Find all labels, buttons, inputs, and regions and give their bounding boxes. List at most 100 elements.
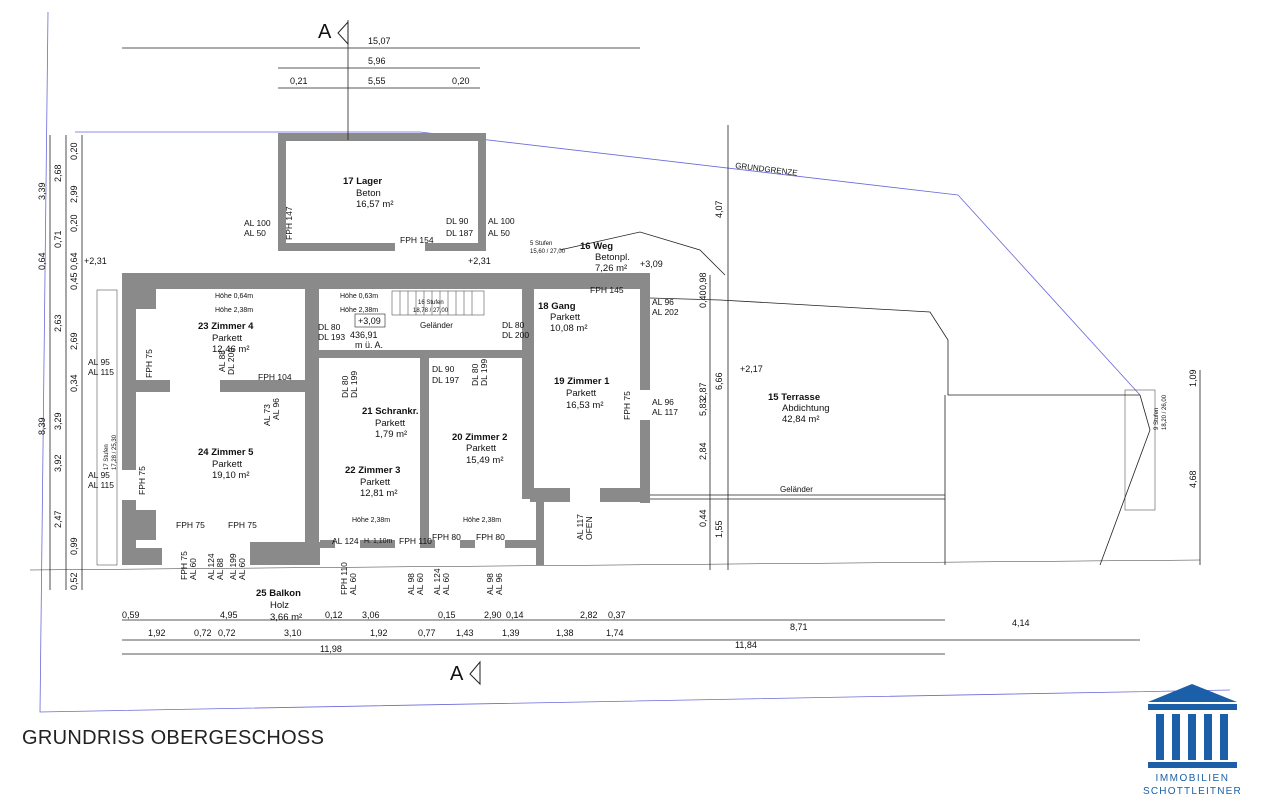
dim-bottom: 2,82 <box>580 610 598 620</box>
dim-left: 0,99 <box>69 537 79 555</box>
opening-label: DL 193 <box>318 332 345 342</box>
svg-text:Parkett: Parkett <box>375 418 405 429</box>
room-21-schrankr: 21 Schrankr. Parkett 1,79 m² <box>362 406 419 440</box>
stair-note: 17 Stufen <box>104 444 110 470</box>
svg-text:12,81 m²: 12,81 m² <box>360 488 398 499</box>
dim-bottom-overall-right: 11,84 <box>735 640 757 650</box>
opening-label: AL 95 <box>88 470 110 480</box>
dim-left: 0,71 <box>53 230 63 248</box>
room-16-weg: 16 Weg Betonpl. 7,26 m² <box>580 241 630 274</box>
svg-text:Abdichtung: Abdichtung <box>782 403 830 414</box>
dim-top-lager: 5,96 <box>368 56 386 66</box>
dim-bottom: 1,92 <box>148 628 166 638</box>
opening-label: DL 199 <box>349 371 359 398</box>
opening-label: AL 50 <box>244 228 266 238</box>
svg-text:3,66 m²: 3,66 m² <box>270 612 302 623</box>
opening-label: AL 199 <box>228 553 238 580</box>
railing-label-stairs: Geländer <box>420 321 453 330</box>
svg-text:Parkett: Parkett <box>360 477 390 488</box>
dim-left: 0,64 <box>69 252 79 270</box>
dim-left: 2,63 <box>53 314 63 332</box>
opening-label: AL 88 <box>215 558 225 580</box>
property-boundary <box>29 11 1231 713</box>
opening-label: AL 96 <box>652 397 674 407</box>
dim-bottom: 0,72 <box>218 628 236 638</box>
opening-label: FPH 110 <box>339 562 349 595</box>
opening-label: FPH 104 <box>258 372 292 382</box>
terrace-outline <box>559 231 1151 566</box>
opening-label: AL 115 <box>88 367 114 377</box>
dim-bottom-overall-left: 11,98 <box>320 644 342 654</box>
svg-text:19 Zimmer 1: 19 Zimmer 1 <box>554 376 610 387</box>
opening-label: FPH 145 <box>590 285 624 295</box>
svg-text:Parkett: Parkett <box>212 333 242 344</box>
svg-text:23 Zimmer 4: 23 Zimmer 4 <box>198 321 254 332</box>
stair-note: 5 Stufen <box>530 241 552 247</box>
opening-label: AL 96 <box>652 297 674 307</box>
opening-label: AL 60 <box>441 573 451 595</box>
opening-label: DL 187 <box>446 228 473 238</box>
opening-label: FPH 154 <box>400 235 434 245</box>
company-logo: IMMOBILIEN SCHOTTLEITNER <box>1130 680 1255 800</box>
openings <box>122 243 650 548</box>
svg-text:22 Zimmer 3: 22 Zimmer 3 <box>345 465 400 476</box>
dim-right: 6,66 <box>714 372 724 390</box>
opening-label: DL 200 <box>502 330 529 340</box>
section-marker-bottom: A <box>450 660 481 686</box>
dim-right: 4,68 <box>1188 470 1198 488</box>
height-label: Höhe 2,38m <box>352 517 390 524</box>
opening-label: DL 80 <box>340 375 350 398</box>
opening-label: FPH 75 <box>228 520 257 530</box>
stair-note: 16 Stufen <box>418 300 444 306</box>
opening-label: AL 124 <box>332 536 359 546</box>
svg-text:42,84 m²: 42,84 m² <box>782 414 820 425</box>
dim-right: 0,40 <box>698 290 708 308</box>
opening-label: AL 95 <box>88 357 110 367</box>
svg-text:Holz: Holz <box>270 600 289 611</box>
property-line-label: GRUNDGRENZE <box>735 161 798 178</box>
svg-text:Parkett: Parkett <box>550 312 580 323</box>
opening-label: AL 98 <box>406 573 416 595</box>
room-19-zimmer-1: 19 Zimmer 1 Parkett 16,53 m² <box>554 376 610 411</box>
logo-text-line1: IMMOBILIEN <box>1155 773 1230 784</box>
dim-left: 0,64 <box>37 252 47 270</box>
dim-bottom: 0,12 <box>325 610 343 620</box>
dim-top-b: 5,55 <box>368 76 386 86</box>
stair-note: 17,28 / 25,30 <box>112 434 118 470</box>
dim-right: 4,07 <box>714 200 724 218</box>
opening-label: AL 124 <box>432 568 442 595</box>
opening-label: DL 197 <box>432 375 459 385</box>
opening-label: AL 117 <box>575 514 585 540</box>
dim-right: 0,44 <box>698 509 708 527</box>
stair-note: 18,78 / 27,00 <box>413 308 449 314</box>
svg-text:16,53 m²: 16,53 m² <box>566 400 604 411</box>
svg-text:10,08 m²: 10,08 m² <box>550 323 588 334</box>
dim-bottom: 8,71 <box>790 622 808 632</box>
opening-label: FPH 75 <box>179 551 189 580</box>
svg-text:24 Zimmer 5: 24 Zimmer 5 <box>198 447 254 458</box>
opening-label: AL 88 <box>217 350 227 372</box>
opening-label: DL 200 <box>226 348 236 375</box>
dim-bottom: 0,15 <box>438 610 456 620</box>
opening-label: AL 124 <box>206 553 216 580</box>
svg-text:15 Terrasse: 15 Terrasse <box>768 392 820 403</box>
room-15-terrasse: 15 Terrasse Abdichtung 42,84 m² <box>768 392 830 425</box>
svg-text:Parkett: Parkett <box>466 443 496 454</box>
opening-label: AL 202 <box>652 307 679 317</box>
opening-label: AL 100 <box>244 218 271 228</box>
opening-label: FPH 75 <box>137 466 147 495</box>
room-18-gang: 18 Gang Parkett 10,08 m² <box>538 301 588 334</box>
dim-right: 0,98 <box>698 272 708 290</box>
svg-text:19,10 m²: 19,10 m² <box>212 470 250 481</box>
room-23-zimmer-4: 23 Zimmer 4 Parkett 12,46 m² <box>198 321 254 355</box>
room-17-lager: 17 Lager Beton 16,57 m² <box>343 176 394 210</box>
level-marker: +3,09 <box>640 259 663 269</box>
opening-label: AL 98 <box>485 573 495 595</box>
dim-left: 2,99 <box>69 185 79 203</box>
dim-left: 8,39 <box>37 417 47 435</box>
opening-label: AL 50 <box>488 228 510 238</box>
level-marker: +2,17 <box>740 364 763 374</box>
dim-bottom: 3,10 <box>284 628 302 638</box>
